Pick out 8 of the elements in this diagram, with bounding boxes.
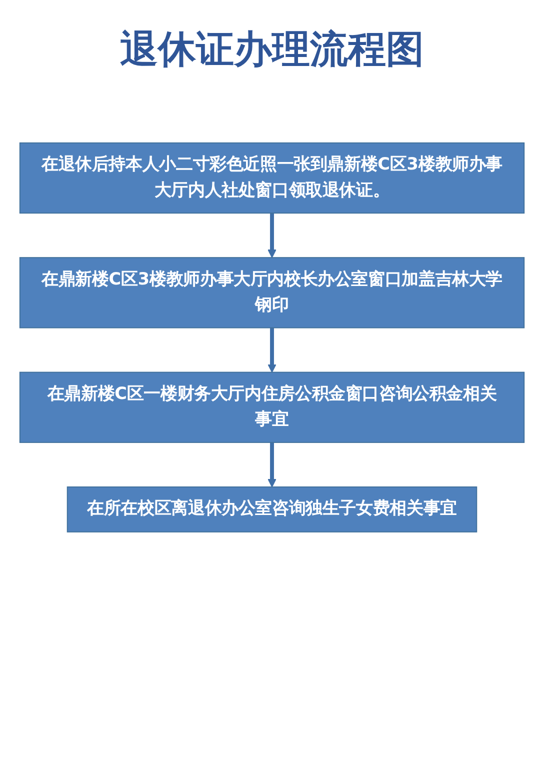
arrow xyxy=(268,213,276,258)
diagram-title: 退休证办理流程图 xyxy=(119,26,425,73)
arrow xyxy=(268,328,276,373)
node-box: 在所在校区离退休办公室咨询独生子女费相关事宜 xyxy=(66,486,478,532)
node-box: 在退休后持本人小二寸彩色近照一张到鼎新楼C区3楼教师办事大厅内人社处窗口领取退休证。 xyxy=(19,142,525,214)
node-box: 在鼎新楼C区一楼财务大厅内住房公积金窗口咨询公积金相关事宜 xyxy=(19,372,525,443)
arrow xyxy=(268,442,276,488)
node-box: 在鼎新楼C区3楼教师办事大厅内校长办公室窗口加盖吉林大学钢印 xyxy=(19,257,525,328)
